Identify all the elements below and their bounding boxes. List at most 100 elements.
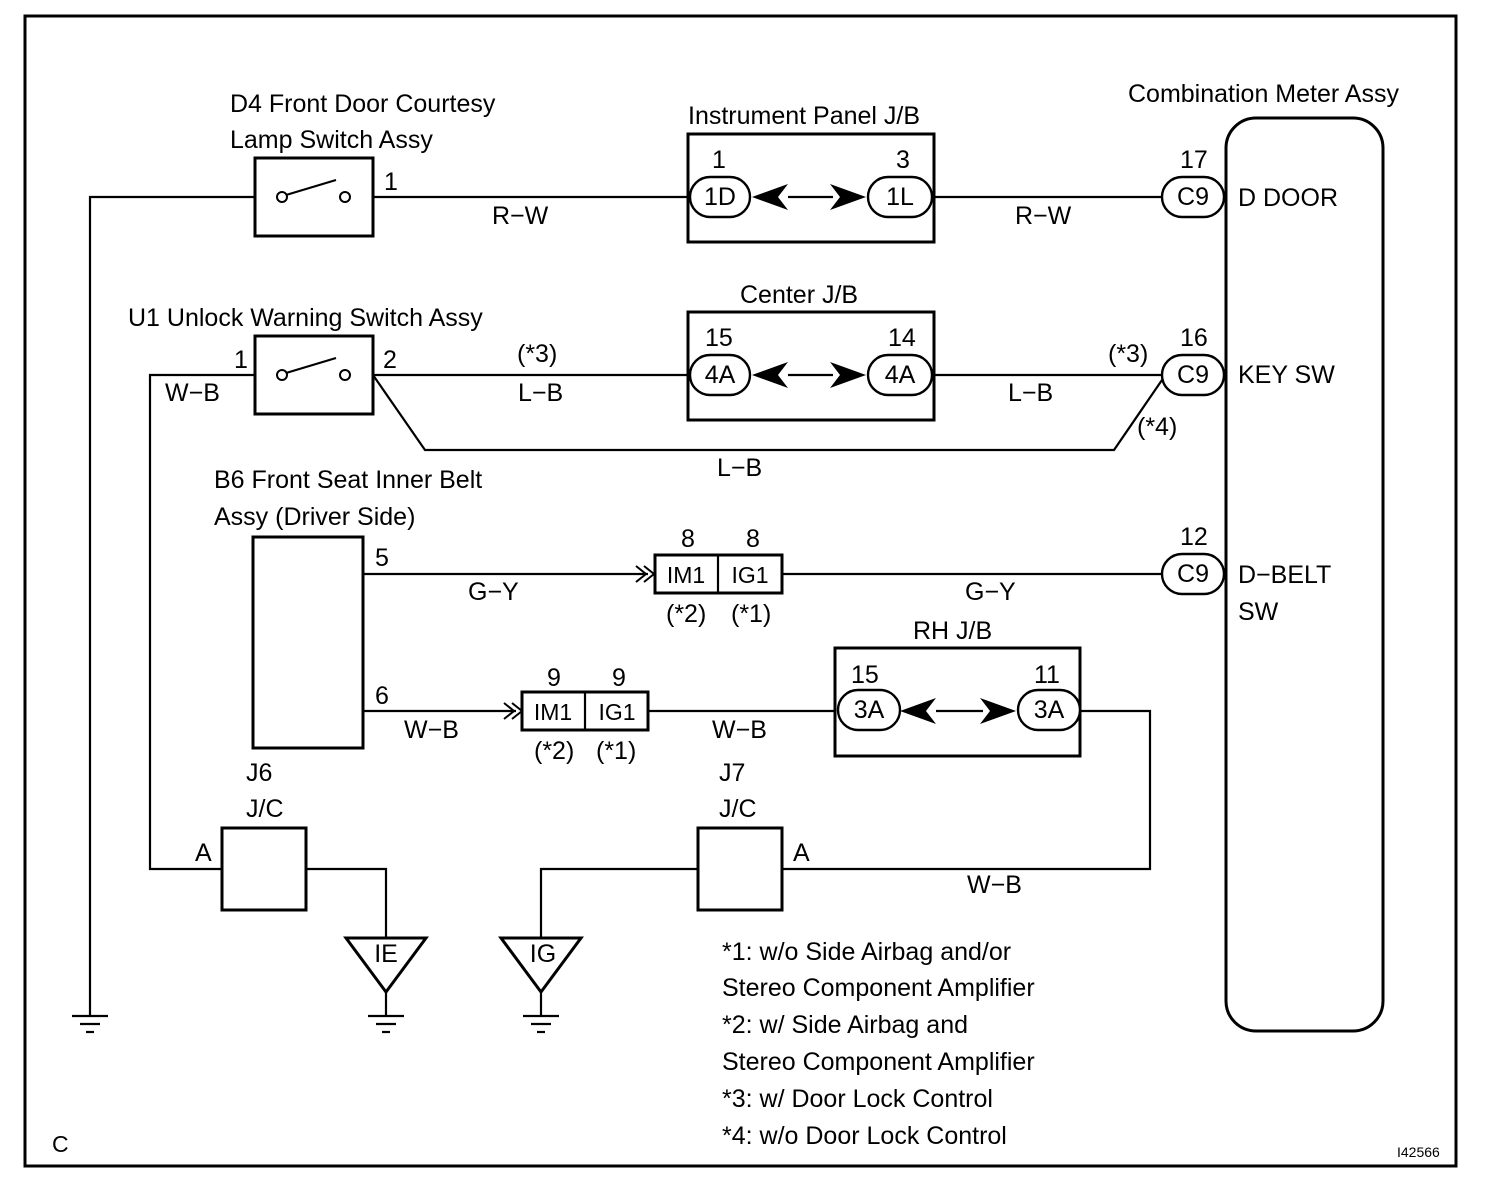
footnotes: *1: w/o Side Airbag and/or Stereo Compon… xyxy=(722,938,1035,1150)
j6-pin: A xyxy=(195,839,212,867)
meter-d-door-connector xyxy=(1160,175,1226,219)
wire-lb-note4: (*4) xyxy=(1137,413,1177,441)
wire-lb-note3-right: (*3) xyxy=(1108,340,1148,368)
center-jb-connector-right xyxy=(866,353,934,397)
wire-wb-bottom-label: W−B xyxy=(967,871,1022,899)
meter-key-sw-label: KEY SW xyxy=(1238,361,1335,389)
rh-jb-connector-left xyxy=(836,688,902,732)
ground-ie: IE xyxy=(343,936,429,1034)
b6-box xyxy=(251,535,365,750)
corner-label: C xyxy=(52,1131,69,1157)
ip-jb-connector-left xyxy=(688,175,752,219)
b6-title-line2: Assy (Driver Side) xyxy=(214,503,415,531)
d4-pin: 1 xyxy=(384,168,398,196)
diagram-frame xyxy=(23,14,1458,1168)
center-jb-arrow-right xyxy=(830,362,866,388)
note-4: *4: w/o Door Lock Control xyxy=(722,1122,1007,1150)
wire-wb-u1-label: W−B xyxy=(165,379,220,407)
center-jb-connector-left xyxy=(688,353,752,397)
rh-jb-connector-left-label: 3A xyxy=(854,696,885,724)
conn-lower-note-left: (*2) xyxy=(534,737,574,765)
wire-lb-left-label: L−B xyxy=(518,379,563,407)
j7-type: J/C xyxy=(719,795,757,823)
u1-contact-left xyxy=(276,369,288,381)
u1-switch-box xyxy=(253,334,375,416)
conn-upper-note-right: (*1) xyxy=(731,600,771,628)
combination-meter-assy: Combination Meter Assy 17 C9 D DOOR 16 C… xyxy=(1128,80,1399,1033)
u1-contact-right xyxy=(339,369,351,381)
wb-connector-chevron-1 xyxy=(503,702,516,720)
ground-symbol-d4 xyxy=(72,1014,108,1034)
b6-title-line1: B6 Front Seat Inner Belt xyxy=(214,466,482,494)
j7-name: J7 xyxy=(719,759,745,787)
wire-j6-to-ie xyxy=(306,867,388,938)
meter-key-sw-connector-label: C9 xyxy=(1177,361,1209,389)
meter-d-door-label: D DOOR xyxy=(1238,184,1338,212)
wire-lb-bypass-label: L−B xyxy=(717,454,762,482)
wire-wb-bottom xyxy=(782,709,1152,871)
center-jb-arrow-left xyxy=(752,362,788,388)
meter-key-sw-connector xyxy=(1160,353,1226,397)
j6-type: J/C xyxy=(246,795,284,823)
note-2-cont: Stereo Component Amplifier xyxy=(722,1048,1035,1076)
d4-switch-blade xyxy=(285,178,337,197)
meter-body xyxy=(1224,116,1385,1033)
j7-box xyxy=(696,826,784,912)
wire-lb-note3-left: (*3) xyxy=(517,340,557,368)
d4-contact-right xyxy=(339,191,351,203)
meter-d-door-pin: 17 xyxy=(1180,146,1208,174)
d4-title-line2: Lamp Switch Assy xyxy=(230,126,433,154)
u1-title: U1 Unlock Warning Switch Assy xyxy=(128,304,483,332)
center-jb: Center J/B 15 14 4A 4A xyxy=(686,281,936,422)
center-jb-connector-right-label: 4A xyxy=(885,361,916,389)
wire-wb-mid-label: W−B xyxy=(712,716,767,744)
rh-jb-pin-right: 11 xyxy=(1034,661,1060,689)
center-jb-pin-right: 14 xyxy=(888,324,916,352)
ip-jb-arrow-left xyxy=(752,184,788,210)
rh-jb: RH J/B 15 11 3A 3A xyxy=(833,617,1082,758)
rh-jb-connector-right-label: 3A xyxy=(1034,696,1065,724)
ground-ig-label: IG xyxy=(530,940,556,968)
b6-pin-b: 6 xyxy=(375,682,389,710)
conn-upper-note-left: (*2) xyxy=(666,600,706,628)
d4-ground-wire xyxy=(88,195,255,1016)
center-jb-pin-left: 15 xyxy=(705,324,733,352)
d4-title-line1: D4 Front Door Courtesy xyxy=(230,90,496,118)
conn-upper-pin-left: 8 xyxy=(681,525,695,553)
ip-jb-connector-left-label: 1D xyxy=(704,183,736,211)
gy-connector-chevron-1 xyxy=(635,565,648,583)
ip-jb-title: Instrument Panel J/B xyxy=(688,102,920,130)
note-2: *2: w/ Side Airbag and xyxy=(722,1011,968,1039)
conn-lower-left: IM1 xyxy=(534,699,572,725)
conn-upper-pin-right: 8 xyxy=(746,525,760,553)
center-jb-title: Center J/B xyxy=(740,281,858,309)
b6-inner-belt-assy: B6 Front Seat Inner Belt Assy (Driver Si… xyxy=(214,466,482,750)
wire-j7-to-ig xyxy=(539,867,698,938)
ip-jb-arrow-right xyxy=(830,184,866,210)
ip-jb-connector-right xyxy=(866,175,934,219)
rh-jb-pin-left: 15 xyxy=(851,661,879,689)
b6-pin-a: 5 xyxy=(375,544,389,572)
note-1-cont: Stereo Component Amplifier xyxy=(722,974,1035,1002)
center-jb-connector-left-label: 4A xyxy=(705,361,736,389)
u1-unlock-warning-switch: U1 Unlock Warning Switch Assy 1 2 xyxy=(128,304,483,416)
wire-rw-left-label: R−W xyxy=(492,202,549,230)
d4-switch-box xyxy=(253,156,375,238)
ground-ig: IG xyxy=(498,936,584,1034)
meter-d-door-connector-label: C9 xyxy=(1177,183,1209,211)
ip-jb-pin-right: 3 xyxy=(896,146,910,174)
note-3: *3: w/ Door Lock Control xyxy=(722,1085,993,1113)
wire-wb-b6-label: W−B xyxy=(404,716,459,744)
note-1: *1: w/o Side Airbag and/or xyxy=(722,938,1011,966)
conn-lower-pin-left: 9 xyxy=(547,664,561,692)
wire-lb-bypass xyxy=(372,374,1163,452)
ground-ie-triangle xyxy=(343,936,429,995)
meter-key-sw-pin: 16 xyxy=(1180,324,1208,352)
j6-name: J6 xyxy=(246,759,272,787)
j7-pin: A xyxy=(793,839,810,867)
ip-jb-pin-left: 1 xyxy=(712,146,726,174)
u1-pin-left: 1 xyxy=(234,346,248,374)
d4-contact-left xyxy=(276,191,288,203)
figure-id: I42566 xyxy=(1397,1144,1440,1160)
